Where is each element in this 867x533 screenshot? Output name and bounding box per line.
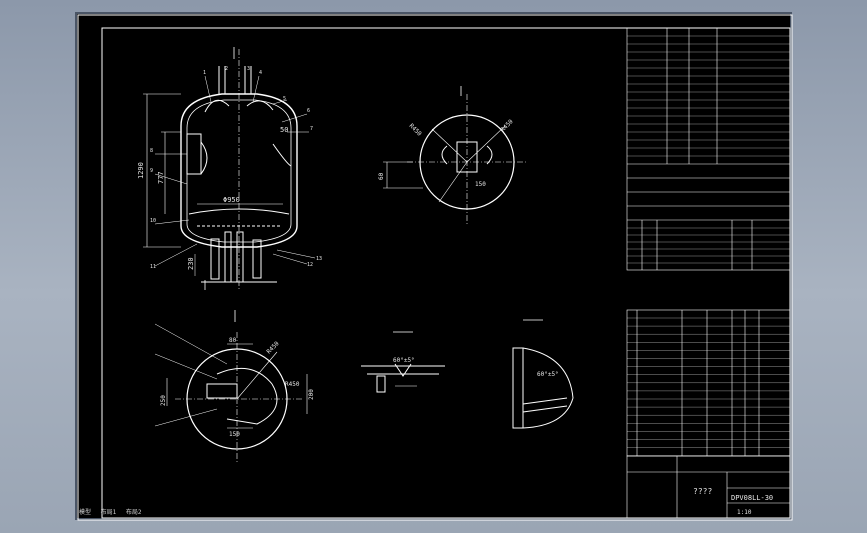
weld-detail-views	[361, 319, 574, 429]
part-no-6: 6	[307, 108, 310, 114]
layout-2-tab[interactable]: 布局2	[125, 509, 142, 516]
part-no-8: 8	[150, 148, 153, 154]
weld-angle-2: 60°±5°	[537, 371, 559, 378]
spec-table	[626, 27, 791, 271]
parts-list-rows	[627, 317, 790, 456]
drawing-sheet: 1290 777 Φ950 230 50 1 2 3 4 5 6 7 8 9 1…	[75, 12, 793, 521]
section-radius-2: R450	[285, 381, 300, 388]
part-no-11: 11	[150, 264, 156, 270]
inner-height-dim: 777	[157, 171, 165, 184]
layout-tab-bar: 模型 布局1 布局2	[79, 507, 148, 518]
drawing-number: DPV08LL-30	[731, 494, 773, 502]
section-radius-1: R450	[265, 340, 280, 355]
part-no-9: 9	[150, 168, 153, 174]
top-radius-right: R450	[499, 118, 514, 133]
part-no-3: 3	[247, 66, 250, 72]
title-block	[626, 455, 791, 519]
parts-list	[626, 309, 791, 457]
height-dim: 1290	[137, 162, 145, 179]
part-no-7: 7	[310, 126, 313, 132]
spec-table-rows	[627, 35, 790, 264]
section-width: 150	[229, 431, 240, 438]
top-radius-left: R450	[408, 122, 423, 137]
main-dimension-texts: 1290 777 Φ950 230 50	[137, 126, 288, 270]
drawing-name: ????	[693, 487, 712, 496]
section-view	[154, 310, 308, 462]
top-view-dims: R450 R450 150 60	[378, 118, 515, 188]
weld-detail-dims: 60°±5° 60°±5°	[393, 357, 559, 378]
inner-frame	[101, 27, 791, 519]
diameter-dim: Φ950	[223, 196, 240, 204]
title-block-texts: ???? DPV08LL-30 1:10	[693, 487, 773, 516]
part-no-13: 13	[316, 256, 322, 262]
main-part-numbers: 1 2 3 4 5 6 7 8 9 10 11 12 13	[150, 66, 322, 270]
part-no-2: 2	[225, 66, 228, 72]
part-no-10: 10	[150, 218, 156, 224]
cad-drawing: 1290 777 Φ950 230 50 1 2 3 4 5 6 7 8 9 1…	[77, 14, 793, 521]
part-no-1: 1	[203, 70, 206, 76]
outer-border	[77, 14, 793, 521]
top-view	[383, 86, 527, 226]
model-tab[interactable]: 模型	[79, 509, 92, 516]
bottom-dim: 230	[187, 257, 195, 270]
weld-angle-1: 60°±5°	[393, 357, 415, 364]
top-height: 60	[378, 172, 385, 180]
vessel-elevation-view	[143, 47, 316, 290]
leg-dim: 50	[280, 126, 288, 134]
top-width: 150	[475, 181, 486, 188]
section-top: 80	[229, 337, 237, 344]
section-height-left: 250	[160, 395, 167, 406]
section-height-right: 200	[308, 389, 315, 400]
part-no-5: 5	[283, 96, 286, 102]
part-no-4: 4	[259, 70, 262, 76]
drawing-scale: 1:10	[737, 509, 752, 516]
layout-1-tab[interactable]: 布局1	[100, 509, 117, 516]
part-no-12: 12	[307, 262, 313, 268]
